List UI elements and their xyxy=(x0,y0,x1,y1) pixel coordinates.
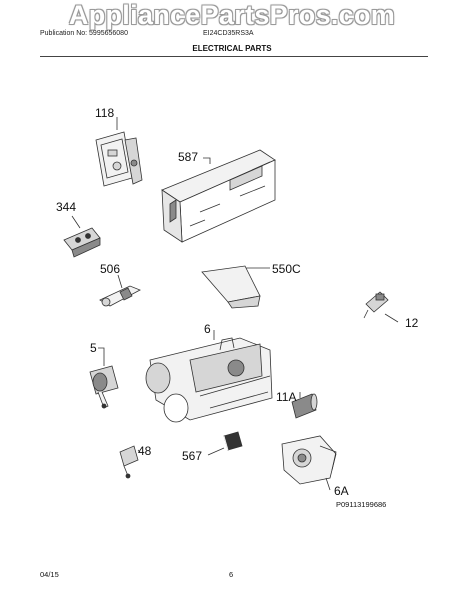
label-6a: 6A xyxy=(334,484,349,498)
footer-date: 04/15 xyxy=(40,570,59,579)
leader-12 xyxy=(384,313,399,323)
label-506: 506 xyxy=(100,262,121,276)
label-550c: 550C xyxy=(272,262,301,276)
model-number: EI24CD35RS3A xyxy=(203,30,254,37)
watermark-text: AppliancePartsPros.com xyxy=(68,0,396,30)
part-11a-capacitor xyxy=(291,393,318,419)
part-6a-drain-pump xyxy=(281,435,337,485)
leader-506 xyxy=(117,274,123,289)
part-567-relay xyxy=(223,431,243,451)
label-48: 48 xyxy=(138,444,152,458)
header-divider xyxy=(40,56,428,57)
part-587-control-board xyxy=(161,149,276,243)
label-5: 5 xyxy=(90,341,97,355)
part-506-sensor xyxy=(99,285,141,307)
label-11a: 11A xyxy=(276,390,297,404)
figure-reference-code: P09113199686 xyxy=(336,500,387,509)
label-118: 118 xyxy=(95,106,115,120)
label-587: 587 xyxy=(178,150,199,164)
page-number: 6 xyxy=(229,570,234,579)
leader-48 xyxy=(137,449,141,453)
label-6: 6 xyxy=(204,322,211,336)
part-5-inlet-valve xyxy=(89,365,119,409)
leader-5 xyxy=(98,347,105,366)
section-title: ELECTRICAL PARTS xyxy=(192,44,272,53)
leader-6a xyxy=(325,477,331,491)
part-550c-cover xyxy=(201,265,261,309)
part-344-switch xyxy=(63,227,101,258)
leader-567 xyxy=(207,447,225,456)
part-48-sensor xyxy=(119,445,139,479)
publication-number: Publication No: 5995656080 xyxy=(40,30,128,37)
label-344: 344 xyxy=(56,200,77,214)
leader-587 xyxy=(203,157,211,164)
part-6-pump-assembly xyxy=(145,337,273,423)
part-118-control-module xyxy=(95,131,143,187)
part-12-connector xyxy=(363,291,389,319)
label-567: 567 xyxy=(182,449,203,463)
leader-344 xyxy=(71,215,81,229)
label-12: 12 xyxy=(405,316,419,330)
